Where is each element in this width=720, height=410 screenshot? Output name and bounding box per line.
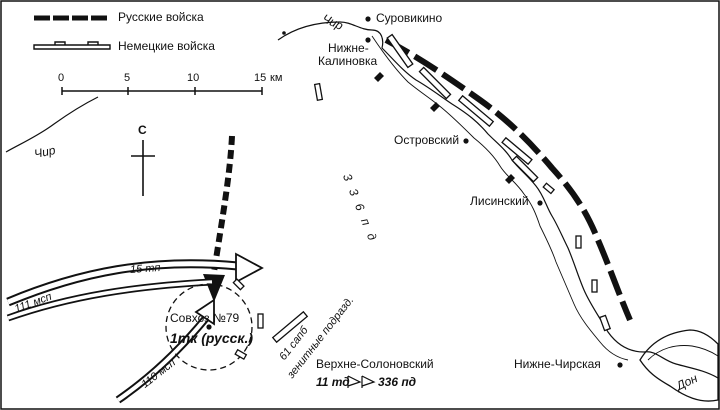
place-lisinsky: Лисинский bbox=[470, 194, 529, 208]
place-nizhne-chirskaya: Нижне-Чирская bbox=[514, 357, 601, 371]
place-verkhne-solonovsky: Верхне-Солоновский bbox=[316, 357, 434, 371]
place-surovikino: Суровикино bbox=[376, 11, 443, 25]
russian-attack-arrow bbox=[211, 135, 235, 273]
unit-flag-icons bbox=[347, 375, 376, 388]
unit-336-pd: 336 пд bbox=[378, 375, 417, 389]
legend-german-symbol bbox=[33, 41, 111, 50]
place-sovkhoz-79: Совхоз №79 bbox=[170, 311, 240, 325]
legend-russian-label: Русские войска bbox=[118, 10, 204, 24]
place-nizhne-kalinovka-line2: Калиновка bbox=[318, 54, 378, 68]
german-tank-icons bbox=[374, 72, 515, 184]
attack-arrow-110msp-inner bbox=[116, 316, 208, 402]
compass-north-label: С bbox=[138, 123, 147, 137]
river-chir-north-bank bbox=[371, 35, 629, 361]
legend-german-label: Немецкие войска bbox=[118, 39, 215, 53]
scale-tick-5: 5 bbox=[124, 72, 131, 84]
scale-tick-15: 15 bbox=[254, 72, 267, 84]
unit-11-td: 11 тд bbox=[316, 375, 350, 389]
unit-15-tp: 15 тп bbox=[129, 261, 161, 277]
scale-unit: км bbox=[270, 72, 283, 84]
russian-front-line bbox=[384, 37, 633, 322]
place-nizhne-kalinovka-line1: Нижне- bbox=[328, 41, 369, 55]
russian-attack-arrowhead bbox=[203, 274, 225, 302]
attack-arrow-110msp-head bbox=[194, 298, 215, 326]
river-don bbox=[639, 329, 719, 402]
attack-arrow-111msp-inner bbox=[7, 280, 213, 320]
river-chir-west bbox=[5, 96, 99, 153]
scale-tick-10: 10 bbox=[187, 72, 200, 84]
attack-arrow-15tp-head bbox=[235, 252, 264, 284]
river-don-inner bbox=[647, 345, 719, 361]
scale-bar bbox=[61, 87, 263, 95]
settlement-dots bbox=[206, 16, 623, 368]
encirclement-circle bbox=[165, 283, 253, 371]
place-ostrovsky: Островский bbox=[394, 133, 460, 147]
attack-arrow-15tp-inner bbox=[7, 261, 239, 305]
compass-arrow-icon bbox=[131, 140, 155, 196]
german-unit-markers bbox=[232, 33, 612, 360]
scale-tick-0: 0 bbox=[58, 72, 65, 84]
unit-1tk-russian: 1тк (русск.) bbox=[170, 330, 254, 346]
